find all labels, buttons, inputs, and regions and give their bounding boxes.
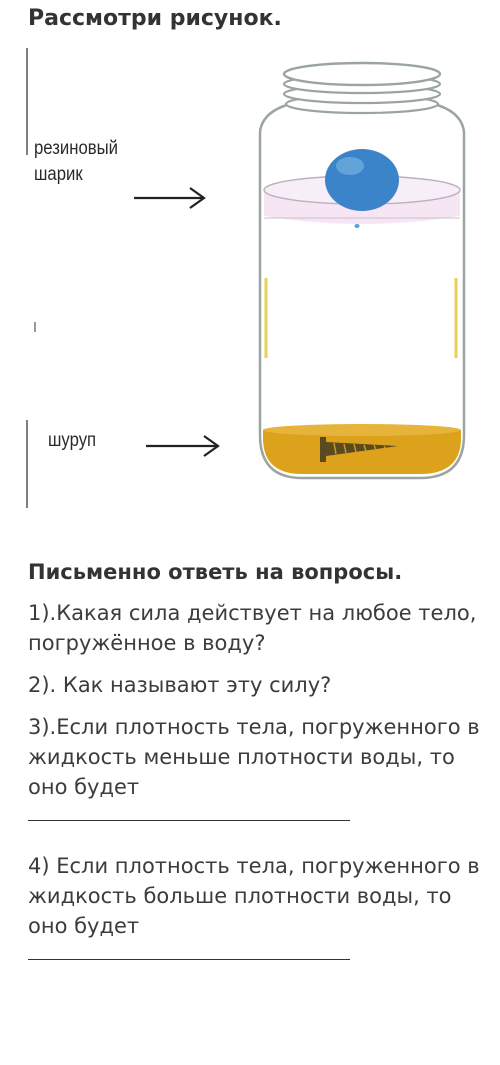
- question-1: 1).Какая сила действует на любое тело, п…: [28, 601, 477, 655]
- answer-line-3[interactable]: [28, 820, 350, 821]
- arrow-ball-icon: [134, 187, 206, 209]
- jar-rim: [282, 61, 442, 87]
- screw-head-icon: [320, 437, 326, 462]
- arrow-screw-icon: [146, 435, 220, 457]
- label-screw: шуруп: [48, 430, 97, 451]
- page-title: Рассмотри рисунок.: [28, 6, 282, 31]
- liquid-bottom-layer: [263, 430, 461, 474]
- label-rubber-ball: резиновый шарик: [34, 136, 118, 188]
- jar-figure: резиновый шарик шуруп: [0, 40, 500, 520]
- questions-section: Письменно ответь на вопросы. 1).Какая си…: [28, 560, 488, 990]
- answer-line-4[interactable]: [28, 959, 350, 960]
- screw-thread-icon: [333, 442, 387, 455]
- water-drop: [354, 224, 360, 228]
- label-rubber-ball-line2: шарик: [34, 164, 83, 185]
- question-3: 3).Если плотность тела, погруженного в ж…: [28, 715, 480, 799]
- label-rubber-ball-line1: резиновый: [34, 138, 119, 159]
- jar-illustration: [26, 48, 466, 508]
- questions-heading: Письменно ответь на вопросы.: [28, 560, 403, 584]
- rubber-ball-highlight: [336, 157, 364, 175]
- rubber-ball: [325, 149, 399, 211]
- liquid-bottom-surface: [263, 424, 461, 436]
- question-4: 4) Если плотность тела, погруженного в ж…: [28, 854, 480, 938]
- question-2: 2). Как называют эту силу?: [28, 673, 332, 697]
